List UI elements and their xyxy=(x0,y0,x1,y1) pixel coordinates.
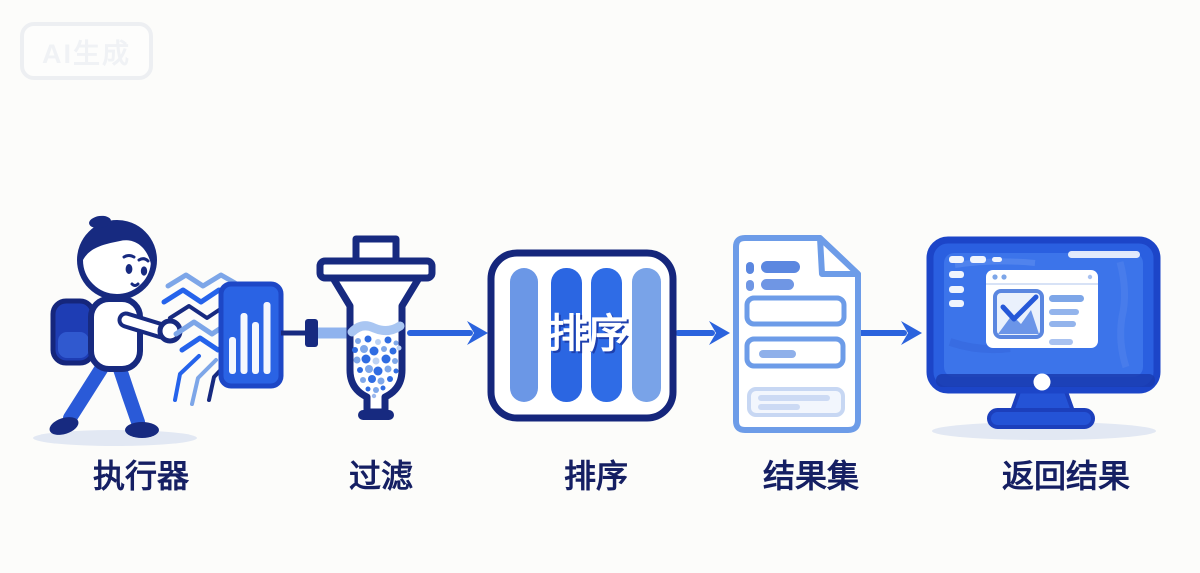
sort-bars xyxy=(510,268,661,402)
monitor-base xyxy=(987,408,1095,429)
bar-chart-bars xyxy=(229,302,271,374)
result-document-icon xyxy=(733,235,861,433)
ai-generated-label: AI生成 xyxy=(42,38,131,69)
label-executor: 执行器 xyxy=(93,458,190,494)
arrow-sort-to-result xyxy=(675,321,730,345)
power-button xyxy=(1033,373,1051,391)
arrow-result-to-monitor xyxy=(857,321,922,345)
filter-funnel-icon xyxy=(316,235,436,420)
result-row-1 xyxy=(744,295,847,327)
torso xyxy=(88,296,143,372)
check-mark xyxy=(1000,294,1039,322)
result-row-3 xyxy=(747,387,845,417)
result-row-2 xyxy=(744,336,846,369)
funnel-foot xyxy=(358,410,394,420)
eye-left xyxy=(125,264,133,274)
hair xyxy=(81,221,153,264)
screen-sidebar-items xyxy=(949,256,1002,307)
label-result-set: 结果集 xyxy=(763,458,859,494)
chart-panel-icon xyxy=(218,281,284,389)
arrow-filter-to-sort xyxy=(407,321,488,345)
sort-box-icon: 排序 排序 xyxy=(487,249,677,422)
sort-box-label: 排序 xyxy=(548,312,628,356)
sort-box-label-shadow: 排序 xyxy=(550,314,630,358)
label-sort: 排序 xyxy=(564,458,628,494)
document-fold xyxy=(817,235,861,277)
screen-window xyxy=(986,270,1098,348)
monitor-icon xyxy=(926,236,1161,440)
document-bullets xyxy=(746,261,800,291)
monitor-shadow xyxy=(932,422,1156,440)
label-filter: 过滤 xyxy=(349,458,413,494)
ai-generated-badge: AI生成 xyxy=(20,22,153,80)
window-text-lines xyxy=(1049,295,1084,345)
executor-person-icon xyxy=(33,215,197,446)
funnel-particles xyxy=(352,335,402,399)
pipe-connector xyxy=(281,319,352,347)
screen-top-bar xyxy=(1068,251,1140,258)
shoe-back xyxy=(49,417,79,435)
mountain-graphic xyxy=(998,310,1039,334)
label-return-result: 返回结果 xyxy=(1002,458,1130,494)
shoe-front xyxy=(125,422,159,438)
mouth xyxy=(130,282,140,287)
eye-right xyxy=(140,266,148,276)
flow-arrows xyxy=(407,321,922,345)
liquid-wave xyxy=(347,321,405,337)
